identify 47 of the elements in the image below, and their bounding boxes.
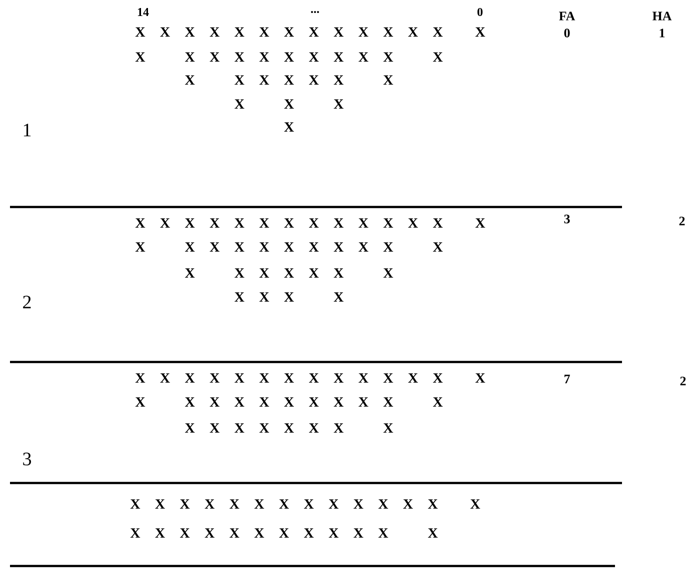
column-header: 0	[477, 8, 483, 16]
x-marks: X X X X X	[234, 268, 344, 278]
row-value: 1	[660, 28, 665, 38]
x-marks: X X X X X X X X X X X	[130, 528, 388, 538]
x-mark: X	[428, 528, 438, 538]
column-header: ...	[311, 11, 319, 13]
x-marks: X X X X X	[234, 75, 344, 85]
x-mark: X	[135, 242, 146, 252]
x-mark: X	[284, 99, 294, 109]
x-mark: X	[383, 423, 394, 433]
column-header: FA	[559, 12, 576, 20]
x-marks: X X X	[234, 292, 294, 302]
column-header: HA	[652, 12, 672, 20]
x-mark: X	[433, 397, 443, 407]
x-mark: X	[185, 268, 195, 278]
x-mark: X	[185, 75, 195, 85]
section-number: 3	[23, 452, 31, 466]
x-mark: X	[383, 75, 394, 85]
row-value: 2	[680, 376, 686, 386]
x-mark: X	[334, 292, 344, 302]
x-marks: X X X X X X X X X	[185, 242, 394, 252]
row-value: 3	[564, 214, 570, 224]
column-header: 14	[138, 8, 149, 16]
x-marks: X X X X X X X X X X X X X	[135, 218, 443, 228]
x-mark: X	[433, 242, 443, 252]
row-value: 2	[679, 216, 685, 226]
section-number: 2	[23, 296, 31, 308]
x-mark: X	[433, 52, 443, 62]
row-value: 0	[564, 28, 570, 38]
x-mark: X	[135, 397, 146, 407]
x-marks: X X X X X X X X X X X X X	[135, 373, 443, 383]
x-marks: X X X X X X X X X X X X X	[130, 499, 438, 509]
x-marks: X X X X X X X X X X X X X	[135, 27, 443, 37]
x-marks: X X X X X X X X X	[185, 52, 394, 62]
x-mark: X	[475, 27, 486, 37]
x-mark: X	[135, 52, 146, 62]
row-value: 7	[564, 374, 570, 384]
x-mark: X	[475, 373, 486, 383]
x-marks: X X X X X X X X X	[185, 397, 394, 407]
section-number: 1	[24, 124, 31, 136]
x-mark: X	[334, 99, 344, 109]
x-mark: X	[470, 499, 480, 509]
x-marks: X X X X X X X	[185, 423, 344, 433]
x-mark: X	[234, 99, 244, 109]
x-mark: X	[284, 122, 294, 132]
x-mark: X	[383, 268, 394, 278]
x-mark: X	[475, 218, 486, 228]
